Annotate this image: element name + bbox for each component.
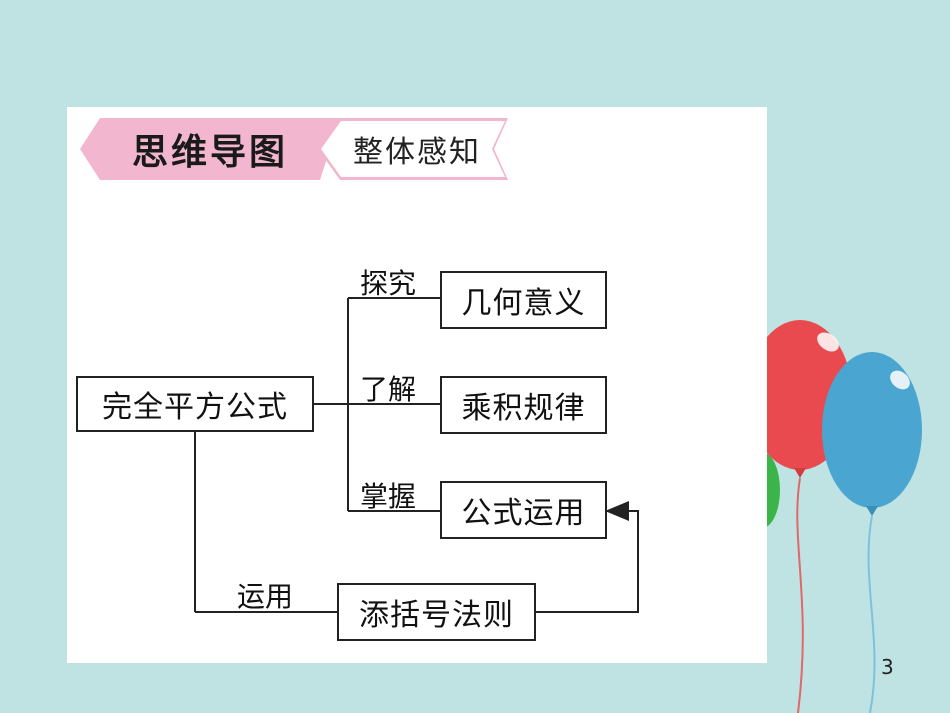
page-number: 3 <box>881 655 894 679</box>
banner-subtitle: 整体感知 <box>353 135 481 170</box>
node-bracket-rule: 添括号法则 <box>337 583 536 641</box>
branch-label-understand: 了解 <box>360 373 417 406</box>
node-product-rule: 乘积规律 <box>440 376 607 434</box>
root-node: 完全平方公式 <box>76 376 314 432</box>
bottom-label-apply: 运用 <box>237 580 294 613</box>
balloons-illustration <box>760 320 922 713</box>
branch-label-master: 掌握 <box>360 480 417 513</box>
blue-balloon <box>822 352 922 508</box>
mind-map-banner: 思维导图 <box>80 118 340 180</box>
branch-label-explore: 探究 <box>360 267 417 300</box>
subtitle-banner: 整体感知 <box>318 118 508 180</box>
banner-title: 思维导图 <box>131 132 288 173</box>
node-geometric-meaning: 几何意义 <box>440 271 607 329</box>
node-formula-application: 公式运用 <box>440 481 607 539</box>
